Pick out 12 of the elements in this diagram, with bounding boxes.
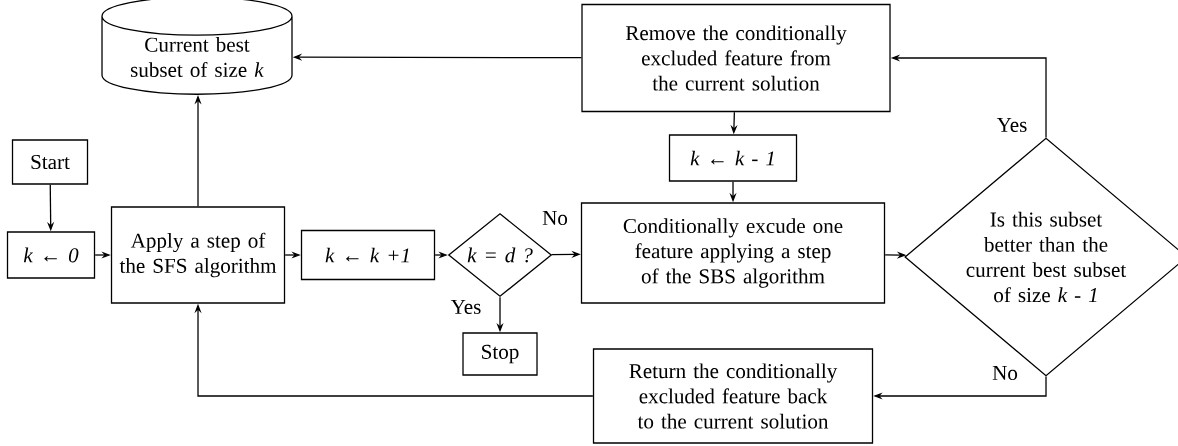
process-box: k ← k +1 — [300, 229, 436, 281]
storage-cylinder: Current best subset of size k — [101, 0, 293, 95]
process-box: Remove the conditionally excluded feature from the current solution — [581, 3, 891, 113]
edge-label: Yes — [449, 298, 483, 316]
process-box: Stop — [462, 332, 538, 376]
process-box: k ← 0 — [6, 231, 96, 279]
process-box: Conditionally excude one feature applying a step of the SBS algorithm — [580, 202, 886, 304]
edge-label: Yes — [995, 116, 1029, 134]
process-box: k ← k - 1 — [668, 134, 798, 182]
process-box: Start — [11, 139, 89, 185]
process-box: Return the conditionally excluded feature back to the current solution — [592, 348, 874, 444]
process-box: Apply a step of the SFS algorithm — [110, 206, 286, 304]
